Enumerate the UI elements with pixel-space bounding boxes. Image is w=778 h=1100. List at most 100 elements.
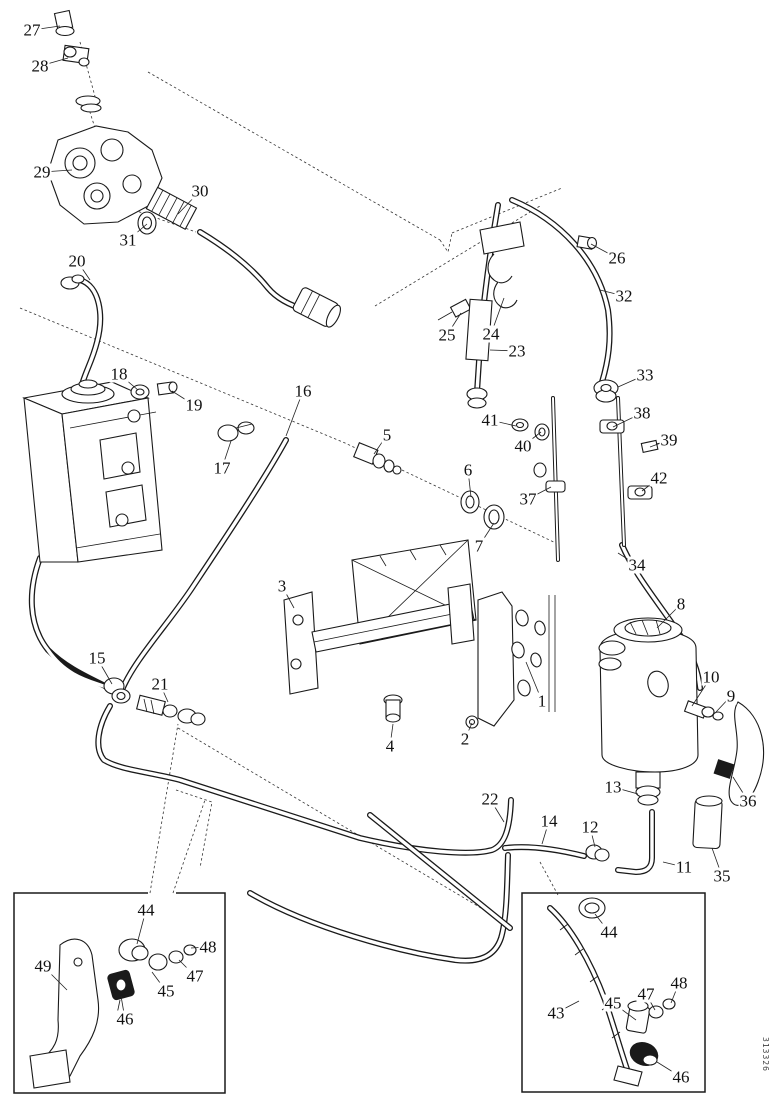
callout-19: 19: [184, 395, 204, 415]
callout-35: 35: [712, 866, 732, 886]
callout-27: 27: [22, 20, 42, 40]
callout-42: 42: [649, 468, 669, 488]
callout-48: 48: [669, 973, 689, 993]
callout-26: 26: [607, 248, 627, 268]
clamp-42: [627, 485, 653, 500]
clamp-46-right: [629, 1042, 659, 1066]
hose-tank-bottom: [28, 555, 115, 693]
callout-11: 11: [674, 857, 694, 877]
callout-3: 3: [276, 576, 288, 596]
grommet-7: [483, 504, 505, 530]
tank-slot-1: [99, 432, 141, 480]
filter-port-2: [598, 657, 622, 671]
filter-port-1: [598, 640, 626, 656]
callout-43: 43: [546, 1003, 566, 1023]
fitting-33: [593, 379, 619, 403]
callout-32: 32: [614, 286, 634, 306]
callout-30: 30: [190, 181, 210, 201]
clamp-37: [533, 462, 566, 493]
callout-49: 49: [33, 956, 53, 976]
bracket-49: [39, 938, 100, 1080]
callout-8: 8: [675, 594, 687, 614]
callout-38: 38: [632, 403, 652, 423]
callout-1: 1: [536, 691, 548, 711]
callout-7: 7: [473, 536, 485, 556]
figure-code: 313326: [761, 1037, 770, 1072]
part-47-left: [168, 950, 184, 964]
callout-20: 20: [67, 251, 87, 271]
pump-assembly-29: [47, 125, 163, 225]
clamp-bracket-24: [479, 221, 525, 309]
tank-bolt-1: [127, 409, 141, 423]
washers: [75, 95, 102, 113]
callout-45: 45: [156, 981, 176, 1001]
callout-6: 6: [462, 460, 474, 480]
inset-left: [13, 892, 226, 1094]
callout-46: 46: [671, 1067, 691, 1087]
hose-22: [95, 703, 514, 964]
callout-33: 33: [635, 365, 655, 385]
grommet-6: [460, 490, 480, 514]
callout-39: 39: [659, 430, 679, 450]
tube-37: [551, 396, 560, 562]
part-45-left: [148, 953, 168, 971]
handle-36: [728, 701, 765, 806]
callout-4: 4: [384, 736, 396, 756]
plug-27: [53, 9, 75, 37]
callout-29: 29: [32, 162, 52, 182]
hose-14: [502, 844, 587, 859]
bolt-4: [383, 694, 403, 723]
callout-16: 16: [293, 381, 313, 401]
hose-23-sleeve: [465, 298, 493, 409]
callout-22: 22: [480, 789, 500, 809]
nut-48-right: [662, 998, 676, 1010]
reservoir-tank: [22, 379, 163, 563]
callout-48: 48: [198, 937, 218, 957]
callout-47: 47: [185, 966, 205, 986]
callout-15: 15: [87, 648, 107, 668]
coupler-spring-30: [145, 186, 198, 230]
fitting-15: [103, 677, 131, 704]
callout-10: 10: [701, 667, 721, 687]
callout-34: 34: [627, 555, 647, 575]
sensor-5: [353, 442, 402, 475]
callout-23: 23: [507, 341, 527, 361]
tank-slot-2: [105, 484, 147, 528]
callout-47: 47: [636, 984, 656, 1004]
callout-44: 44: [599, 922, 619, 942]
hose-end-fitting: [292, 287, 341, 328]
callout-21: 21: [150, 674, 170, 694]
callout-44: 44: [136, 900, 156, 920]
sleeve-35: [692, 799, 723, 850]
callout-45: 45: [603, 993, 623, 1013]
fitting-9: [712, 711, 724, 721]
callout-14: 14: [539, 811, 559, 831]
fitting-21: [135, 694, 206, 726]
callout-25: 25: [437, 325, 457, 345]
bolt-25: [437, 298, 472, 321]
callout-17: 17: [212, 458, 232, 478]
callout-5: 5: [381, 425, 393, 445]
elbow-fitting-28: [62, 44, 90, 67]
callout-18: 18: [109, 364, 129, 384]
bracket-3: [283, 583, 475, 695]
ring-40: [534, 423, 550, 441]
callout-46: 46: [115, 1009, 135, 1029]
callout-2: 2: [459, 729, 471, 749]
callout-28: 28: [30, 56, 50, 76]
callout-12: 12: [580, 817, 600, 837]
callout-40: 40: [513, 436, 533, 456]
part-47-right: [648, 1005, 664, 1019]
callout-36: 36: [738, 791, 758, 811]
ring-31: [137, 211, 157, 235]
hose-20: [77, 277, 104, 391]
bracket-1: [477, 591, 556, 727]
callout-31: 31: [118, 230, 138, 250]
tank-bolt-2: [121, 461, 135, 475]
hose-32: [509, 197, 613, 385]
callout-24: 24: [481, 324, 501, 344]
fitting-17: [217, 421, 255, 442]
elbow-11: [616, 810, 654, 874]
